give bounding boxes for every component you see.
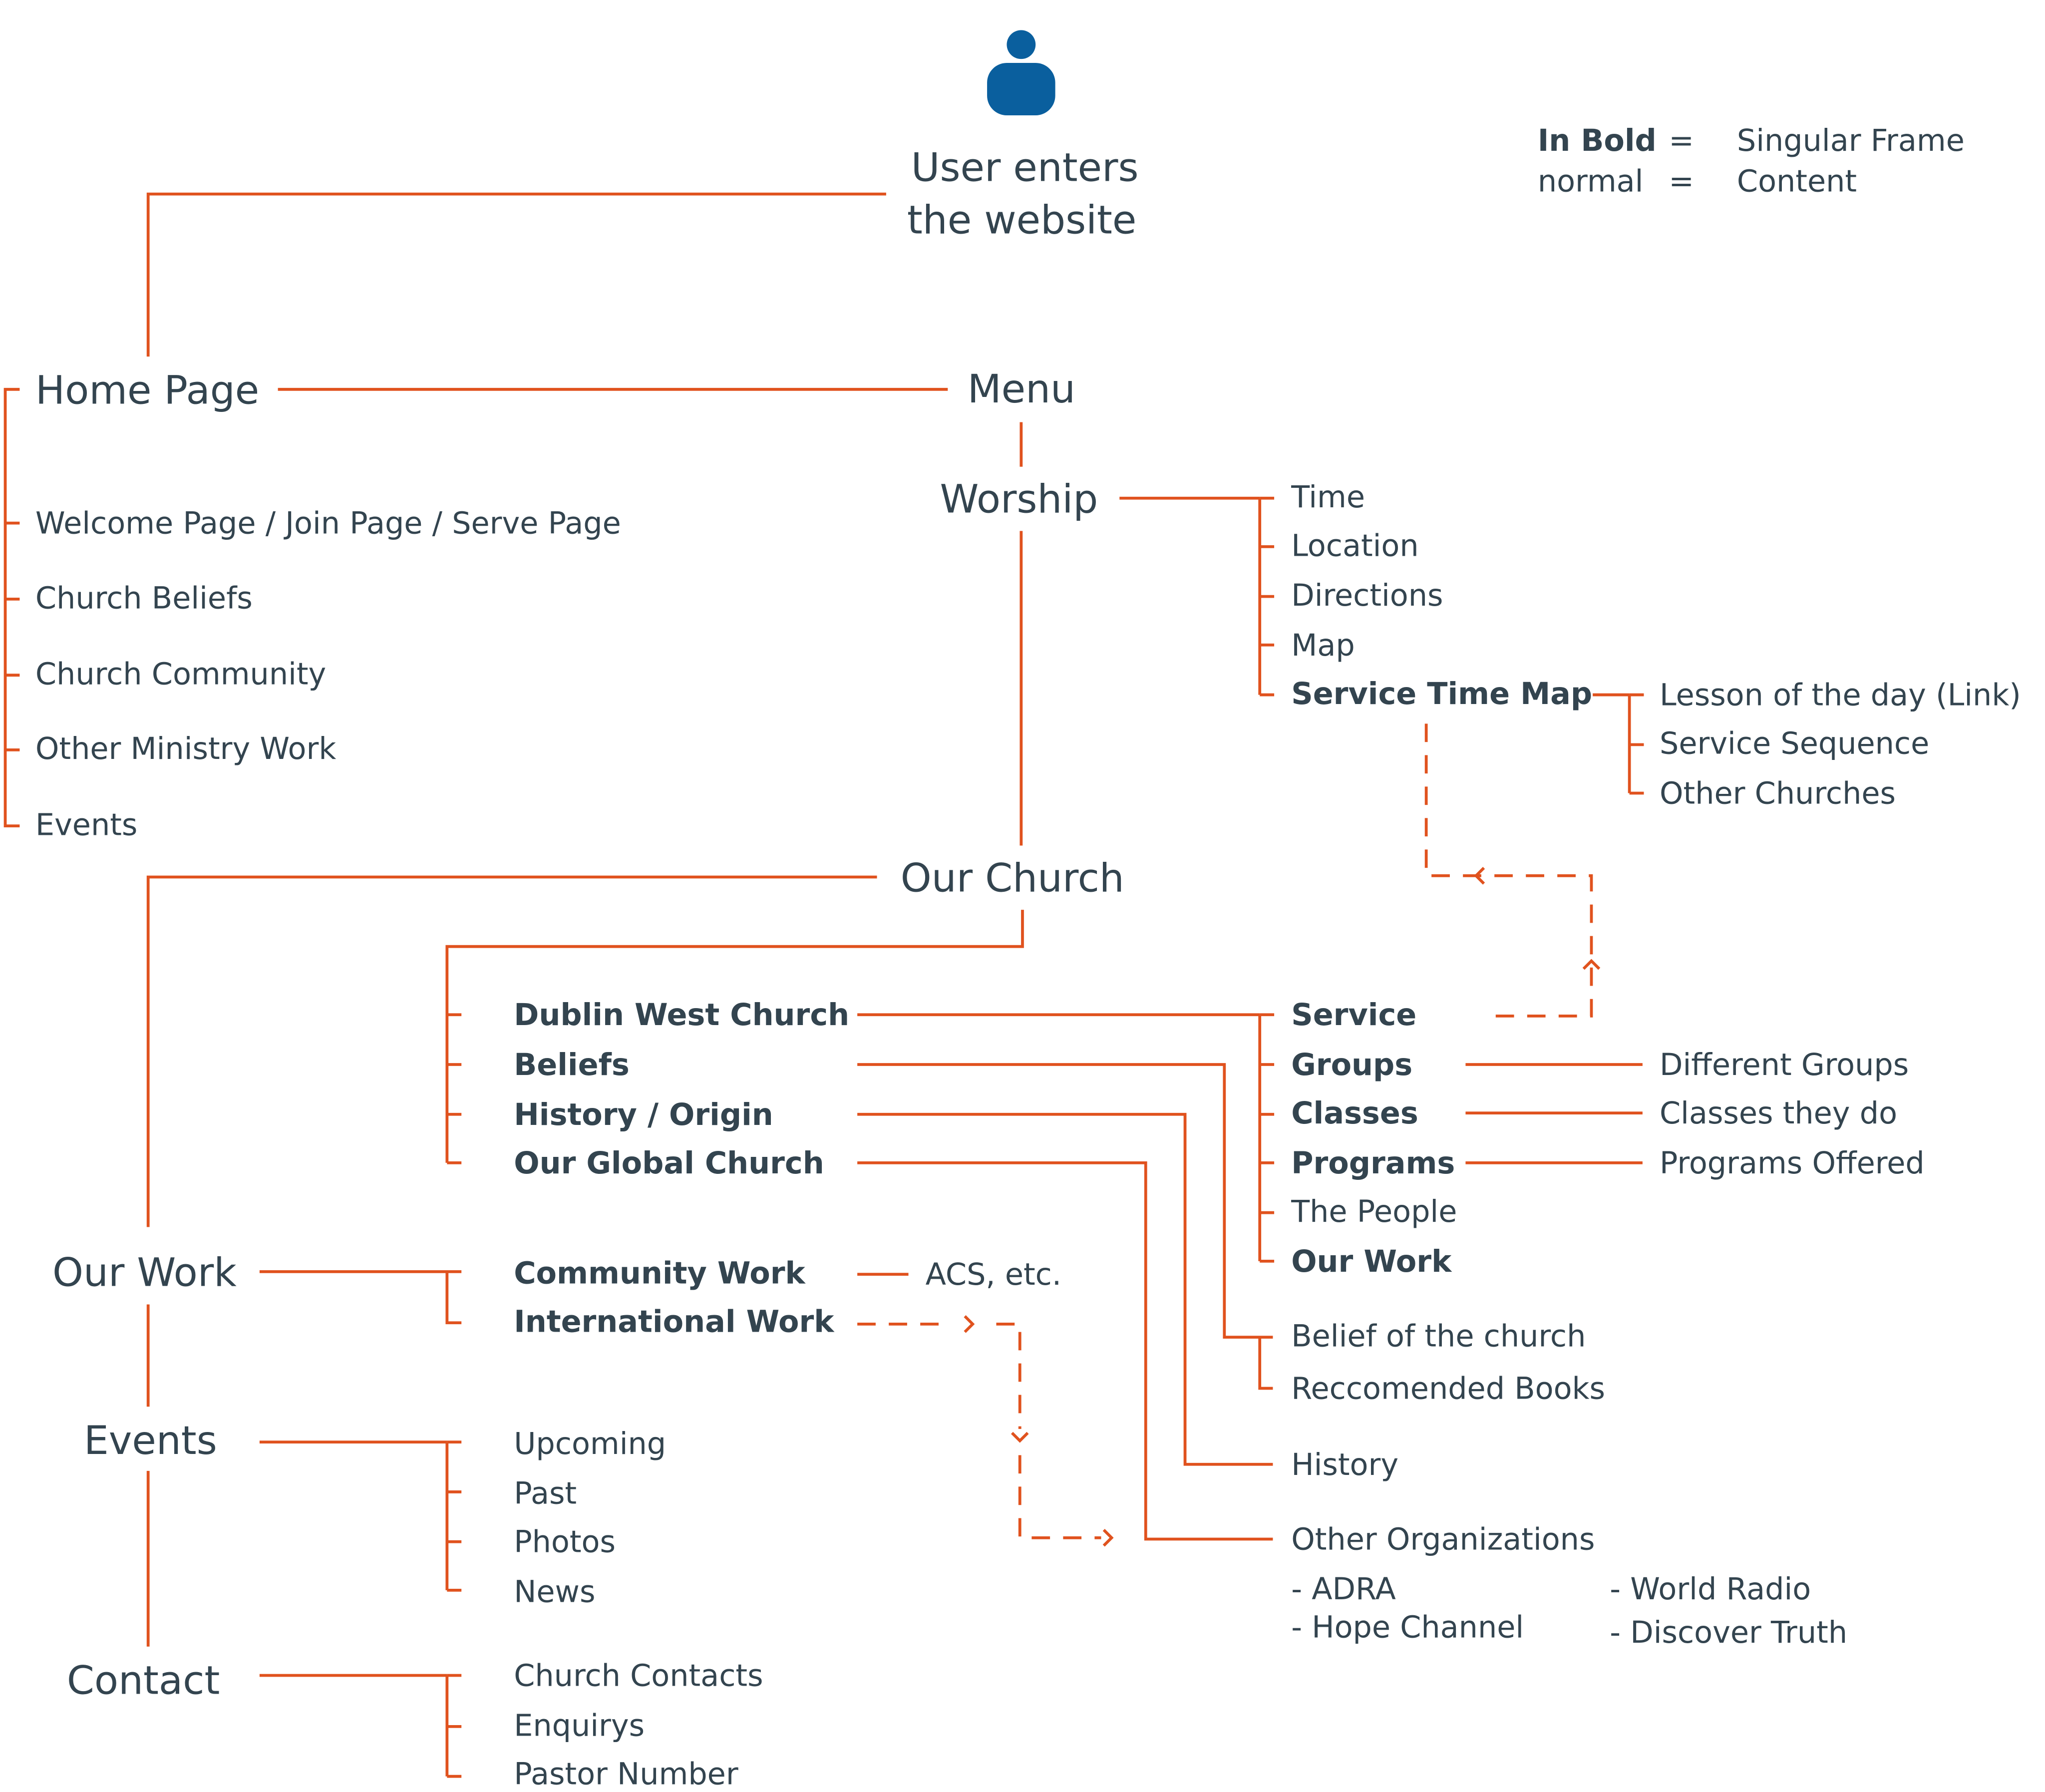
connector-international-dashed-2 xyxy=(996,1322,1022,1429)
stm-item: Service Sequence xyxy=(1660,727,1930,762)
worship-item: Map xyxy=(1291,629,1355,664)
dublin-west-item: Programs xyxy=(1291,1147,1455,1181)
legend-bold-value: Singular Frame xyxy=(1736,124,1965,159)
stm-item: Lesson of the day (Link) xyxy=(1660,679,2021,714)
connector-ourchurch-items xyxy=(445,910,1024,1163)
worship-item: Directions xyxy=(1291,579,1443,614)
home-item: Welcome Page / Join Page / Serve Page xyxy=(35,507,621,542)
connector-beliefs xyxy=(857,1063,1273,1339)
our-church-title: Our Church xyxy=(900,856,1124,902)
home-item: Church Community xyxy=(35,658,327,693)
legend-normal-equals: = xyxy=(1669,165,1695,200)
legend-bold-equals: = xyxy=(1669,124,1695,159)
connector-user-home xyxy=(146,192,886,357)
org-item: - Discover Truth xyxy=(1610,1616,1848,1651)
service-time-map: Service Time Map xyxy=(1291,678,1593,712)
classes-detail: Classes they do xyxy=(1660,1097,1898,1131)
arrow-down-international xyxy=(1011,1432,1029,1443)
org-item: - ADRA xyxy=(1291,1573,1396,1607)
arrow-right-orgs xyxy=(1102,1529,1114,1547)
our-work-title: Our Work xyxy=(52,1250,237,1297)
beliefs-item: Belief of the church xyxy=(1291,1320,1586,1355)
dublin-west-item: The People xyxy=(1291,1195,1457,1230)
our-church-item: Beliefs xyxy=(514,1049,630,1083)
international-work: International Work xyxy=(514,1306,834,1340)
home-item: Church Beliefs xyxy=(35,582,253,617)
events-item: Upcoming xyxy=(514,1428,667,1462)
legend-normal-key: normal xyxy=(1537,165,1644,200)
dublin-west-item: Classes xyxy=(1291,1097,1418,1131)
our-church-item: Our Global Church xyxy=(514,1147,824,1181)
dublin-west-item: Service xyxy=(1291,999,1417,1033)
connector-beliefs-books xyxy=(1258,1337,1273,1390)
worship-title: Worship xyxy=(940,477,1098,523)
legend-normal-value: Content xyxy=(1736,165,1857,200)
worship-item: Location xyxy=(1291,529,1419,564)
events-item: Photos xyxy=(514,1526,616,1560)
connector-home-bracket xyxy=(3,387,20,828)
home-page-title: Home Page xyxy=(35,368,260,414)
our-church-item: Dublin West Church xyxy=(514,999,850,1033)
programs-detail: Programs Offered xyxy=(1660,1147,1925,1181)
connector-ourwork-bracket xyxy=(445,1270,462,1325)
history-item: History xyxy=(1291,1448,1399,1483)
contact-title: Contact xyxy=(66,1658,220,1705)
stm-item: Other Churches xyxy=(1660,777,1896,812)
start-label-line1: User enters xyxy=(911,145,1139,192)
connector-global xyxy=(857,1161,1273,1541)
contact-item: Church Contacts xyxy=(514,1660,763,1694)
groups-detail: Different Groups xyxy=(1660,1049,1909,1083)
user-icon-body xyxy=(987,63,1055,116)
dublin-west-item: Our Work xyxy=(1291,1245,1452,1280)
org-item: - Hope Channel xyxy=(1291,1611,1524,1646)
user-icon-head xyxy=(1007,30,1036,59)
contact-item: Pastor Number xyxy=(514,1758,738,1792)
connector-ourchurch-ourwork xyxy=(146,875,877,1227)
beliefs-item: Reccomended Books xyxy=(1291,1373,1606,1407)
arrow-to-stm xyxy=(1474,867,1485,885)
events-item: News xyxy=(514,1575,596,1610)
events-item: Past xyxy=(514,1477,577,1512)
arrow-up-service xyxy=(1582,959,1601,970)
dublin-west-item: Groups xyxy=(1291,1049,1413,1083)
community-work: Community Work xyxy=(514,1257,805,1292)
connector-history xyxy=(857,1112,1273,1466)
worship-item: Time xyxy=(1291,481,1365,515)
start-label-line2: the website xyxy=(907,198,1137,244)
legend-bold-key: In Bold xyxy=(1537,124,1657,159)
connector-international-dashed-3 xyxy=(1018,1455,1101,1539)
other-organizations-title: Other Organizations xyxy=(1291,1523,1595,1558)
arrow-right-international xyxy=(964,1315,975,1333)
contact-item: Enquirys xyxy=(514,1709,645,1744)
menu-title: Menu xyxy=(967,367,1075,413)
home-item: Other Ministry Work xyxy=(35,732,337,767)
connector-stm-service-dashed xyxy=(1424,723,1593,1018)
community-work-detail: ACS, etc. xyxy=(925,1258,1062,1293)
home-item: Events xyxy=(35,808,138,843)
our-church-item: History / Origin xyxy=(514,1098,773,1133)
events-title: Events xyxy=(84,1418,217,1464)
org-item: - World Radio xyxy=(1610,1573,1811,1607)
user-icon xyxy=(987,30,1055,116)
